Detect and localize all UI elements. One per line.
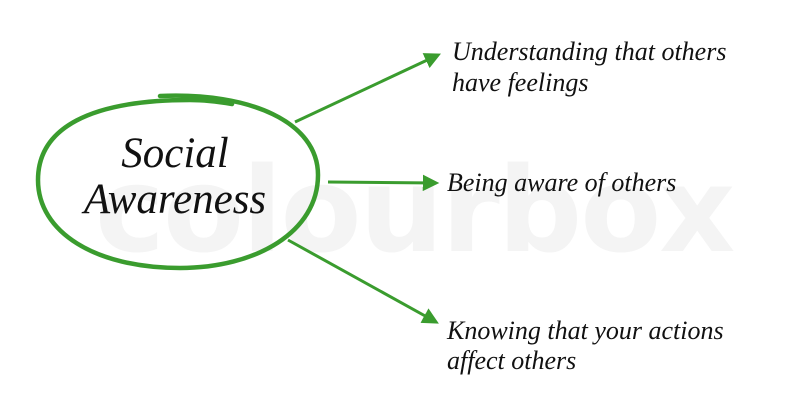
branch-understanding-line1: Understanding that others xyxy=(452,37,727,66)
branch-understanding-line2: have feelings xyxy=(452,68,589,97)
arrow-understanding xyxy=(294,53,441,124)
center-label-line2: Awareness xyxy=(83,176,267,223)
center-ellipse xyxy=(35,93,321,271)
branch-knowing-line1: Knowing that your actions xyxy=(447,316,724,345)
arrow-knowing xyxy=(287,238,439,324)
watermark: colourbox xyxy=(95,141,735,279)
branch-knowing-line2: affect others xyxy=(447,346,577,375)
arrow-being-aware xyxy=(327,174,440,192)
center-label-line1: Social xyxy=(121,130,229,177)
branch-being-aware: Being aware of others xyxy=(447,168,677,197)
